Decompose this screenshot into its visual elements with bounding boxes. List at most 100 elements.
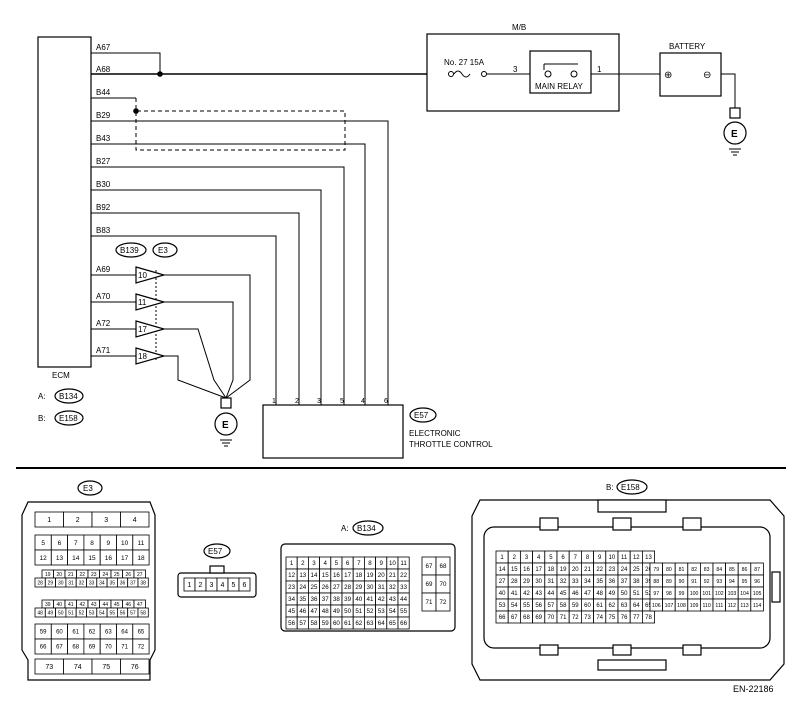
- e158-pin-73: 73: [584, 615, 591, 621]
- b134-pin-cell: [397, 616, 410, 630]
- b134-pin-13: 13: [299, 572, 306, 579]
- b134-pin-64: 64: [378, 620, 385, 627]
- b134-pin-cell: [435, 592, 451, 612]
- b134-pin-67: 67: [426, 563, 433, 570]
- e158-pin-58: 58: [560, 603, 567, 609]
- e158-pin-56: 56: [535, 603, 542, 609]
- e158-pin-93: 93: [716, 579, 722, 585]
- e158-pin-88: 88: [653, 579, 659, 585]
- e57-pin-3: 3: [210, 582, 214, 589]
- power-wires: [91, 52, 448, 77]
- e3-pin-67: 67: [56, 645, 63, 651]
- e158-pin-65: 65: [645, 603, 652, 609]
- e158-pin-28: 28: [511, 579, 518, 585]
- e3-pin-54: 54: [99, 610, 105, 616]
- e158-pin-29: 29: [523, 579, 530, 585]
- e3-pin-43: 43: [91, 602, 97, 608]
- ecm-pin-b92: B92: [96, 203, 111, 212]
- e3-pin-27: 27: [137, 572, 143, 578]
- b134-pin-38: 38: [333, 596, 340, 603]
- e158-pin-85: 85: [729, 567, 735, 573]
- e158-pin-50: 50: [621, 591, 628, 597]
- e3-pin-15: 15: [88, 555, 96, 562]
- b134-pin-11: 11: [400, 560, 407, 567]
- e158-pin-13: 13: [645, 555, 652, 561]
- b134-pin-31: 31: [378, 584, 385, 591]
- e158-pin-24: 24: [621, 567, 628, 573]
- e3-pin-cell: [132, 549, 150, 566]
- e158-pin-94: 94: [729, 579, 735, 585]
- b134-pin-63: 63: [367, 620, 374, 627]
- e3-pin-41: 41: [68, 602, 74, 608]
- b134-pin-35: 35: [299, 596, 306, 603]
- b134-pin-52: 52: [367, 608, 374, 615]
- e3-pin-34: 34: [99, 580, 105, 586]
- figure-code: EN-22186: [733, 684, 774, 694]
- e3-pin-58: 58: [140, 610, 146, 616]
- e158-pin-104: 104: [740, 591, 749, 597]
- battery-ground-wire: [721, 73, 736, 108]
- e3-pin-35: 35: [109, 580, 115, 586]
- e3-pin-25: 25: [114, 572, 120, 578]
- e158-pin-32: 32: [560, 579, 567, 585]
- e158-pin-42: 42: [523, 591, 530, 597]
- e158-pin-97: 97: [653, 591, 659, 597]
- e158-pin-87: 87: [754, 567, 760, 573]
- e158-pin-7: 7: [574, 555, 578, 561]
- e3-pin-60: 60: [56, 630, 63, 636]
- b134-pin-30: 30: [367, 584, 374, 591]
- etc-connector-badge: [409, 407, 437, 423]
- ecm-connector-a-prefix: A:: [38, 392, 46, 401]
- b134-pin-22: 22: [400, 572, 407, 579]
- e158-pin-112: 112: [728, 603, 736, 609]
- e158-pin-15: 15: [511, 567, 518, 573]
- ecm-pin-b27: B27: [96, 157, 111, 166]
- e158-pin-23: 23: [609, 567, 616, 573]
- e3-pin-53: 53: [89, 610, 95, 616]
- etc-pin-1: 1: [272, 398, 276, 405]
- e158-pin-80: 80: [666, 567, 672, 573]
- e57-connector-badge: [203, 543, 231, 559]
- b134-pin-37: 37: [322, 596, 329, 603]
- b134-pin-59: 59: [322, 620, 329, 627]
- e158-pin-64: 64: [633, 603, 640, 609]
- e158-pin-99: 99: [679, 591, 685, 597]
- e158-pin-70: 70: [548, 615, 555, 621]
- ecm-pin-b83: B83: [96, 226, 111, 235]
- ecm-label: ECM: [52, 371, 70, 380]
- e158-pin-35: 35: [596, 579, 603, 585]
- e158-pin-67: 67: [511, 615, 518, 621]
- e57-pin-5: 5: [232, 582, 236, 589]
- b134-pin-20: 20: [378, 572, 385, 579]
- e158-pin-96: 96: [754, 579, 760, 585]
- ecm-pin-a69: A69: [96, 265, 111, 274]
- e3-pin-7: 7: [74, 540, 78, 547]
- e3-pin-45: 45: [114, 602, 120, 608]
- e3-pin-66: 66: [40, 645, 47, 651]
- e158-pin-8: 8: [586, 555, 590, 561]
- e3-pin-33: 33: [89, 580, 95, 586]
- b134-pin-45: 45: [288, 608, 295, 615]
- e158-pin-63: 63: [621, 603, 628, 609]
- ecm-pin-b29: B29: [96, 111, 111, 120]
- etc-pin-4: 4: [361, 398, 365, 405]
- b134-pin-1: 1: [290, 560, 294, 567]
- battery-label: BATTERY: [669, 42, 706, 51]
- ecm-connector-b-badge: [54, 410, 84, 426]
- b134-pin-55: 55: [400, 608, 407, 615]
- mb-terminal-1: 1: [597, 65, 602, 74]
- e158-pin-20: 20: [572, 567, 579, 573]
- ecm-ground-label: E: [222, 420, 229, 431]
- b134-pin-12: 12: [288, 572, 295, 579]
- e158-pin-111: 111: [715, 603, 723, 609]
- joint-connector-b139-badge: [115, 242, 147, 258]
- fuse-label: No. 27 15A: [444, 58, 485, 67]
- e158-pin-21: 21: [584, 567, 591, 573]
- b134-pin-21: 21: [389, 572, 396, 579]
- ecm-pin-a71: A71: [96, 346, 111, 355]
- e3-pin-50: 50: [58, 610, 64, 616]
- e3-pin-61: 61: [72, 630, 79, 636]
- e158-pin-83: 83: [704, 567, 710, 573]
